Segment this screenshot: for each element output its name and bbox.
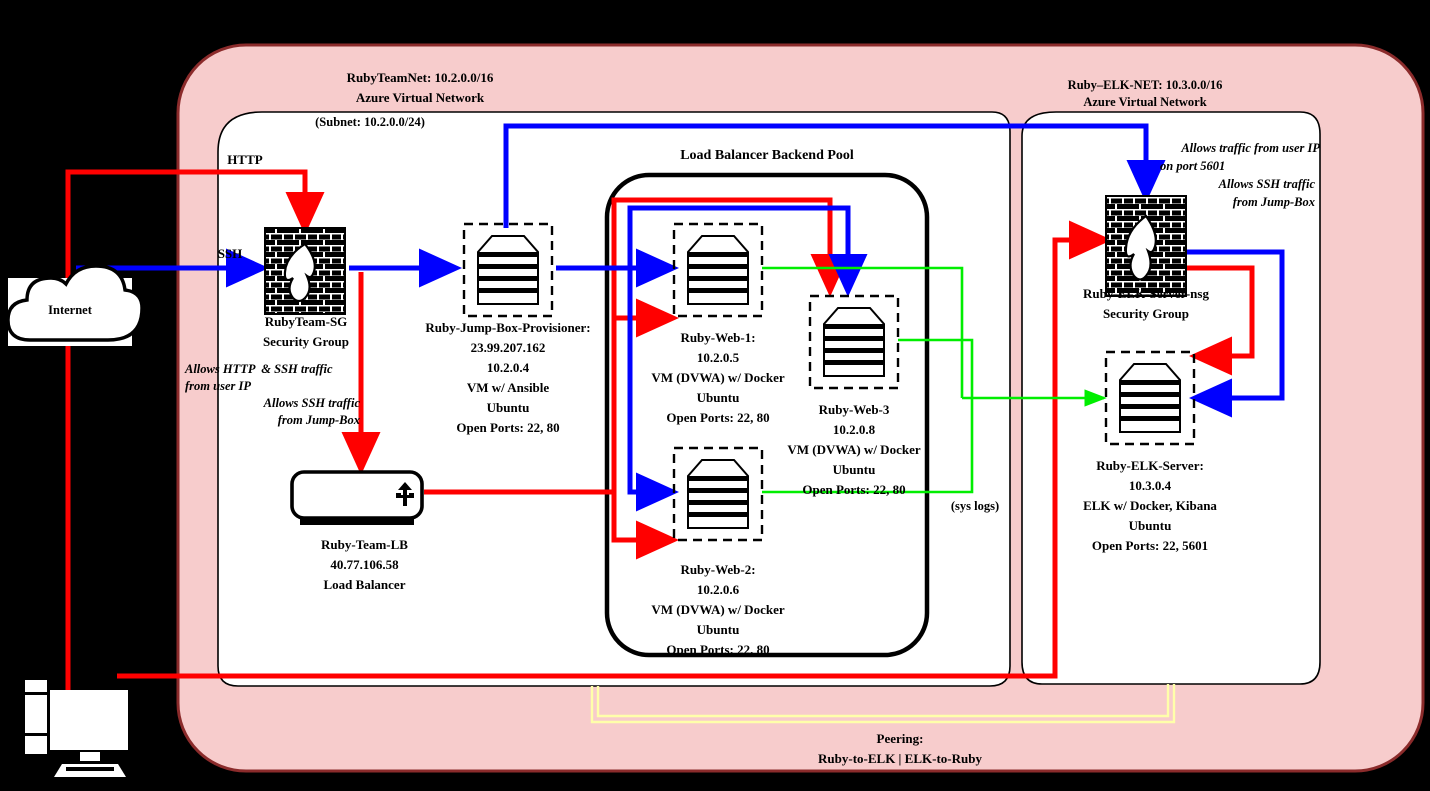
node-label-web3-4: Open Ports: 22, 80 [802, 482, 906, 497]
node-label-jumpbox-3: VM w/ Ansible [466, 380, 550, 395]
sg-rule-1: Allows HTTP & SSH traffic [185, 362, 333, 376]
ssh-path-inner-to-web3 [627, 205, 868, 298]
vm-icon-web1 [672, 222, 764, 318]
vm-icon-jumpbox [462, 222, 554, 318]
node-label-elk-2: ELK w/ Docker, Kibana [1083, 498, 1217, 513]
desktop-computer-icon [25, 680, 128, 777]
node-label-web1-4: Open Ports: 22, 80 [666, 410, 770, 425]
ssh-path-jumpbox-to-elknsg [503, 123, 1166, 228]
vnet-right-title-line2: Azure Virtual Network [1083, 95, 1207, 109]
node-label-jumpbox-2: 10.2.0.4 [486, 360, 530, 375]
node-label-web2-0: Ruby-Web-2: [680, 562, 756, 577]
node-label-web2-3: Ubuntu [696, 622, 740, 637]
elk-nsg-rule-3: Allows SSH traffic [1218, 177, 1315, 191]
node-label-jumpbox-5: Open Ports: 22, 80 [456, 420, 560, 435]
node-label-web3-3: Ubuntu [832, 462, 876, 477]
elk-nsg-rule-2: on port 5601 [1160, 159, 1226, 173]
syslog-path-web3 [898, 338, 974, 398]
node-label-elk-1: 10.3.0.4 [1128, 478, 1172, 493]
node-label-ruby-team-sg-line1: RubyTeam-SG [264, 314, 348, 329]
node-label-web2-1: 10.2.0.6 [696, 582, 740, 597]
peering-connector [590, 684, 1176, 724]
node-label-web1-0: Ruby-Web-1: [680, 330, 756, 345]
firewall-icon-rubyteam-sg [264, 227, 346, 315]
node-label-web1-1: 10.2.0.5 [696, 350, 740, 365]
http-path-user-to-sg [65, 169, 325, 700]
node-label-ruby-team-sg-line2: Security Group [262, 334, 350, 349]
peering-label-line2: Ruby-to-ELK | ELK-to-Ruby [818, 751, 982, 766]
sg-rule-3: Allows SSH traffic [263, 396, 360, 410]
firewall-icon-elk-nsg [1105, 195, 1187, 297]
vnet-left-subnet: (Subnet: 10.2.0.0/24) [315, 115, 425, 129]
node-label-elk-4: Open Ports: 22, 5601 [1091, 538, 1209, 553]
internet-label: Internet [48, 303, 92, 317]
node-label-jumpbox-1: 23.99.207.162 [470, 340, 546, 355]
node-label-web3-0: Ruby-Web-3 [818, 402, 890, 417]
node-label-elk-nsg-0: Ruby-ELK-Server-nsg [1083, 286, 1209, 301]
node-label-web2-2: VM (DVWA) w/ Docker [651, 602, 785, 617]
node-label-elk-3: Ubuntu [1128, 518, 1172, 533]
node-label-lb-2: Load Balancer [323, 577, 406, 592]
elk-nsg-rule-1: Allows traffic from user IP [1181, 141, 1320, 155]
node-label-web1-3: Ubuntu [696, 390, 740, 405]
vnet-left-title-line2: Azure Virtual Network [355, 90, 485, 105]
node-label-web2-4: Open Ports: 22, 80 [666, 642, 770, 657]
vm-icon-web3 [808, 294, 900, 390]
ssh-path-elknsg-to-elkserver [1185, 249, 1285, 418]
node-label-web1-2: VM (DVWA) w/ Docker [651, 370, 785, 385]
sg-rule-4: from Jump-Box [277, 413, 360, 427]
load-balancer-icon [290, 470, 424, 525]
node-label-elk-nsg-1: Security Group [1102, 306, 1190, 321]
node-label-lb-1: 40.77.106.58 [330, 557, 399, 572]
flow-label-syslogs: (sys logs) [950, 499, 1000, 513]
node-label-jumpbox-0: Ruby-Jump-Box-Provisioner: [425, 320, 591, 335]
sg-rule-2: from user IP [185, 379, 251, 393]
vm-icon-elk-server [1104, 350, 1196, 446]
elk-nsg-rule-4: from Jump-Box [1232, 195, 1315, 209]
backend-pool-title: Load Balancer Backend Pool [680, 148, 854, 163]
flow-label-ssh: SSH [217, 246, 243, 261]
vnet-left-title-line1: RubyTeamNet: 10.2.0.0/16 [346, 70, 494, 85]
node-label-elk-0: Ruby-ELK-Server: [1096, 458, 1204, 473]
vnet-right-title-line1: Ruby–ELK-NET: 10.3.0.0/16 [1067, 78, 1223, 92]
node-label-jumpbox-4: Ubuntu [486, 400, 530, 415]
peering-label-line1: Peering: [876, 731, 924, 746]
node-label-web3-2: VM (DVWA) w/ Docker [787, 442, 921, 457]
node-label-lb-0: Ruby-Team-LB [321, 537, 408, 552]
flow-label-http: HTTP [227, 152, 263, 167]
node-label-web3-1: 10.2.0.8 [832, 422, 876, 437]
